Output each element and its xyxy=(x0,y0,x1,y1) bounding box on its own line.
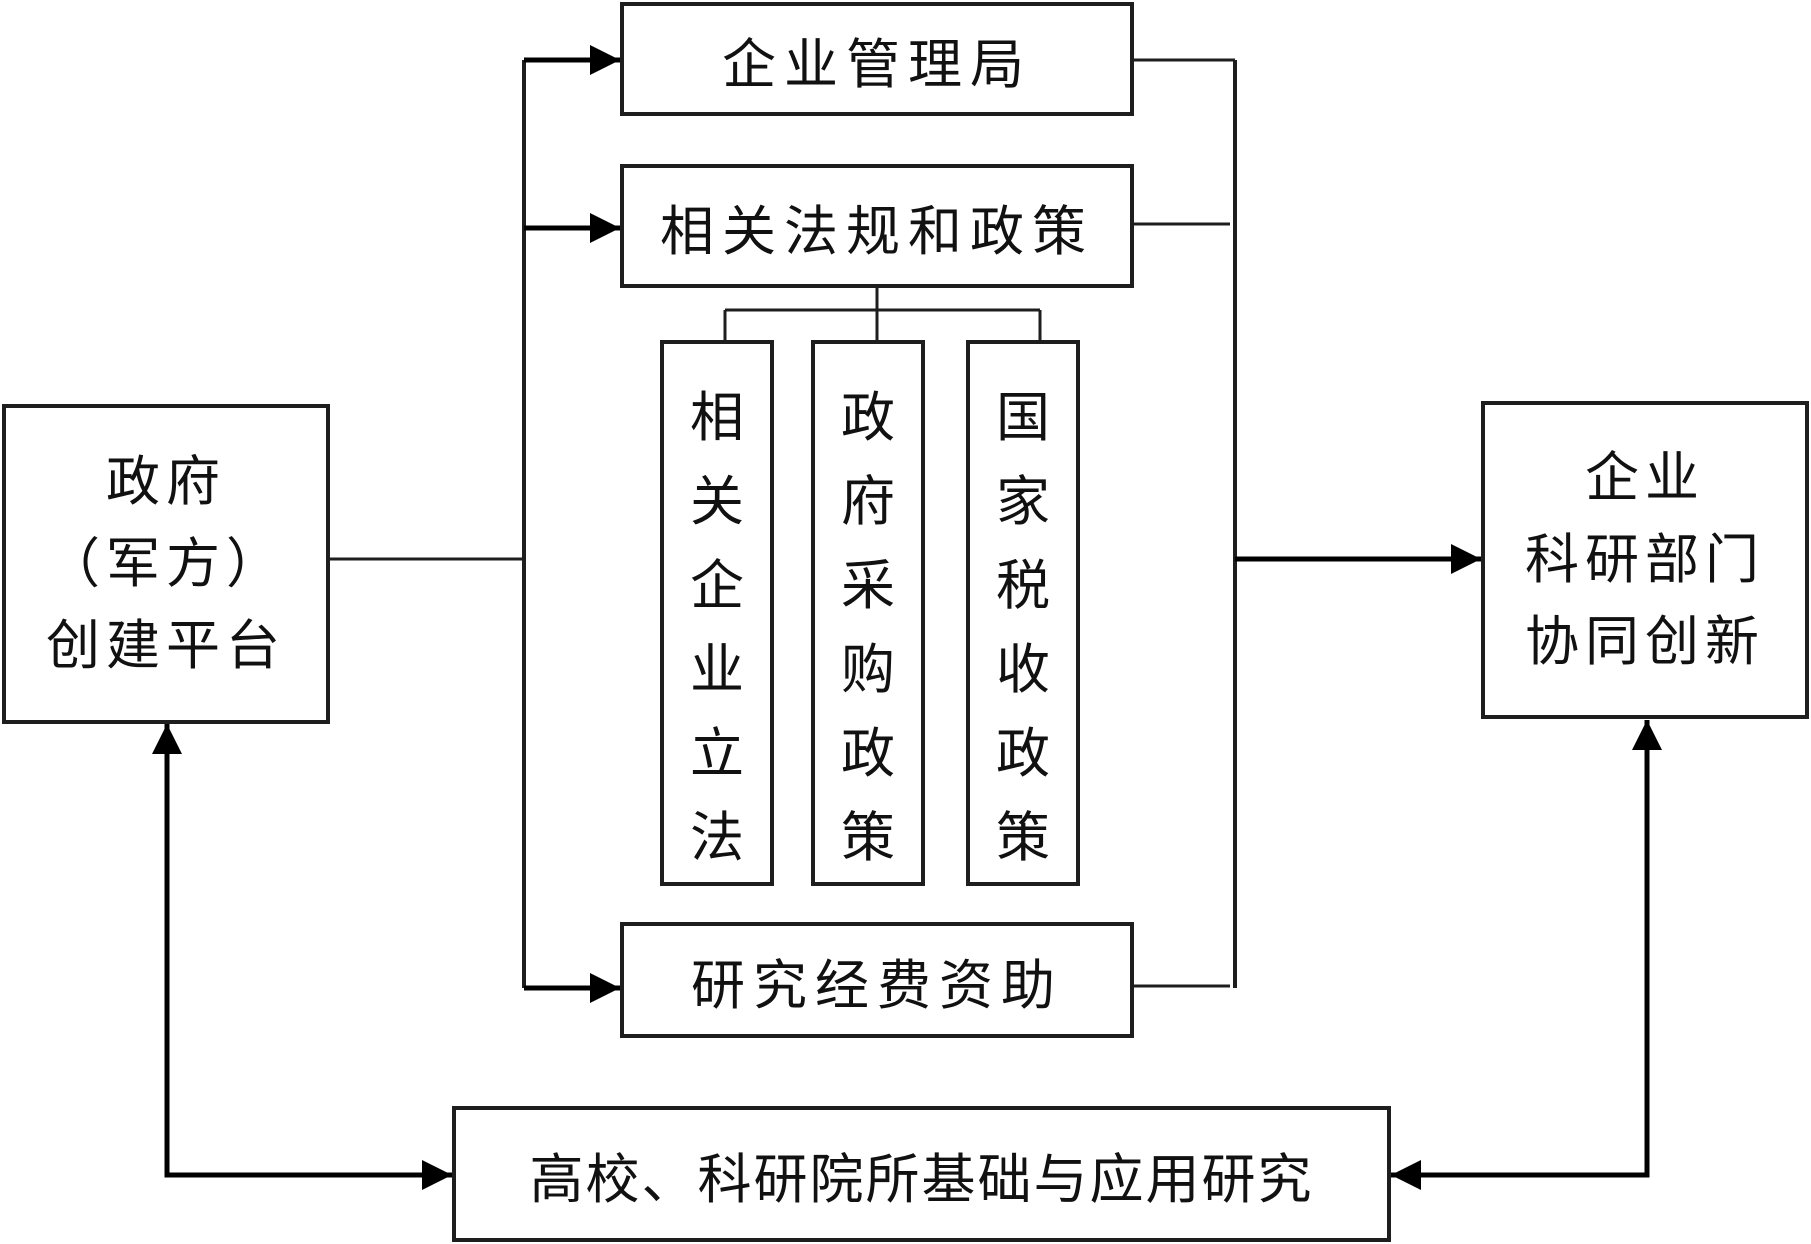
sub-policy-char: 法 xyxy=(690,806,744,869)
sub-policy-char: 税 xyxy=(996,554,1050,617)
enterprise-line-3: 协同创新 xyxy=(1525,610,1765,673)
sub-policy-char: 购 xyxy=(841,638,895,701)
sub-policy-char: 国 xyxy=(996,386,1050,449)
research-funding-label: 研究经费资助 xyxy=(691,953,1063,1017)
management-bureau-label: 企业管理局 xyxy=(722,32,1032,96)
research-funding-box: 研究经费资助 xyxy=(620,922,1134,1038)
sub-policy-char: 政 xyxy=(841,722,895,785)
sub-policy-char: 业 xyxy=(690,638,744,701)
enterprise-universities-double-arrow xyxy=(1391,720,1662,1190)
national-tax-policy-box: 国 家 税 收 政 策 xyxy=(966,340,1080,886)
enterprise-line-1: 企业 xyxy=(1585,446,1705,509)
government-line-3: 创建平台 xyxy=(46,614,286,677)
government-procurement-box: 政 府 采 购 政 策 xyxy=(811,340,925,886)
sub-policy-char: 政 xyxy=(841,386,895,449)
laws-policies-label: 相关法规和政策 xyxy=(660,199,1094,263)
sub-policy-char: 策 xyxy=(996,806,1050,869)
enterprise-legislation-box: 相 关 企 业 立 法 xyxy=(660,340,774,886)
sub-policy-char: 收 xyxy=(996,638,1050,701)
sub-policy-char: 关 xyxy=(690,470,744,533)
enterprise-rd-box: 企业 科研部门 协同创新 xyxy=(1481,401,1809,719)
sub-policy-char: 相 xyxy=(690,386,744,449)
universities-research-label: 高校、科研院所基础与应用研究 xyxy=(529,1147,1314,1211)
government-line-2: （军方） xyxy=(46,532,286,595)
government-line-1: 政府 xyxy=(106,450,226,513)
government-platform-box: 政府 （军方） 创建平台 xyxy=(2,404,330,724)
sub-policy-char: 采 xyxy=(841,554,895,617)
laws-policies-box: 相关法规和政策 xyxy=(620,164,1134,288)
enterprise-line-2: 科研部门 xyxy=(1525,528,1765,591)
universities-research-box: 高校、科研院所基础与应用研究 xyxy=(452,1106,1391,1242)
management-bureau-box: 企业管理局 xyxy=(620,2,1134,116)
sub-policy-char: 政 xyxy=(996,722,1050,785)
sub-policy-char: 立 xyxy=(690,722,744,785)
sub-policy-char: 府 xyxy=(841,470,895,533)
sub-policy-char: 家 xyxy=(996,470,1050,533)
sub-policy-char: 企 xyxy=(690,554,744,617)
gov-universities-double-arrow xyxy=(152,724,452,1190)
sub-policy-char: 策 xyxy=(841,806,895,869)
